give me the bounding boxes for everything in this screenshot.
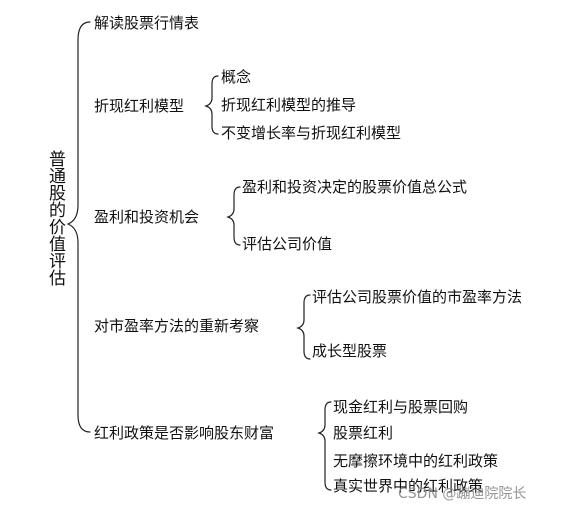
brace-dividend-policy (317, 401, 332, 491)
leaf-label: 现金红利与股票回购 (333, 398, 469, 416)
leaf-label: 评估公司股票价值的市盈率方法 (312, 288, 523, 306)
brace-dividend-model (204, 75, 219, 135)
root-brace (66, 21, 91, 433)
leaf-label: 评估公司价值 (242, 235, 333, 253)
leaf-label: 不变增长率与折现红利模型 (221, 124, 402, 142)
brace-earnings (226, 186, 241, 246)
leaf-label: 盈利和投资决定的股票价值总公式 (242, 178, 468, 196)
leaf-label: 真实世界中的红利政策 (333, 477, 484, 495)
watermark: CSDN @蹦迪院院长 (398, 486, 527, 502)
brace-pe-ratio (296, 294, 311, 360)
branch-label-dividend-model: 折现红利模型 (94, 97, 185, 115)
leaf-label: 概念 (221, 68, 252, 86)
root-label: 普通股的价值评估 (45, 150, 65, 286)
branch-label-earnings: 盈利和投资机会 (94, 208, 200, 226)
branch-label-pe-ratio: 对市盈率方法的重新考察 (94, 317, 260, 335)
leaf-label: 折现红利模型的推导 (221, 96, 357, 114)
leaf-label: 无摩擦环境中的红利政策 (333, 452, 499, 470)
leaf-label: 成长型股票 (312, 342, 388, 360)
leaf-label: 股票红利 (333, 424, 394, 442)
branch-label-stock-quotes: 解读股票行情表 (94, 14, 200, 32)
branch-label-dividend-policy: 红利政策是否影响股东财富 (94, 424, 275, 442)
